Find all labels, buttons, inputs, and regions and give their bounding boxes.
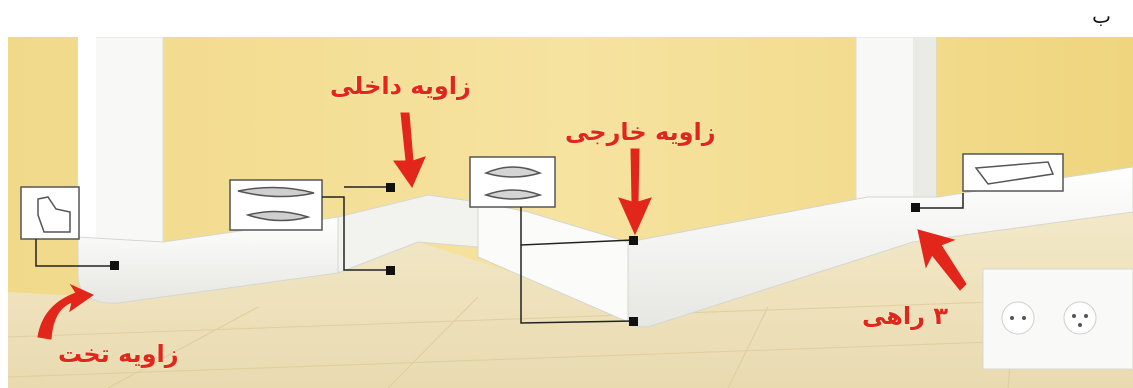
socket-outlet-plate [983,269,1133,369]
label-flat-corner: زاویه تخت [58,340,179,368]
figure-letter: ب [1092,4,1111,28]
label-tee: ۳ راهی [862,302,948,330]
inner-corner-fitting-inset [230,180,322,230]
label-outer-corner: زاویه خارجی [565,118,716,146]
tee-fitting-inset [963,154,1063,191]
trunking-illustration [8,37,1133,388]
outer-corner-fitting-inset [470,157,555,207]
label-inner-corner: زاویه داخلی [330,72,471,100]
flat-corner-fitting-inset [21,187,79,239]
